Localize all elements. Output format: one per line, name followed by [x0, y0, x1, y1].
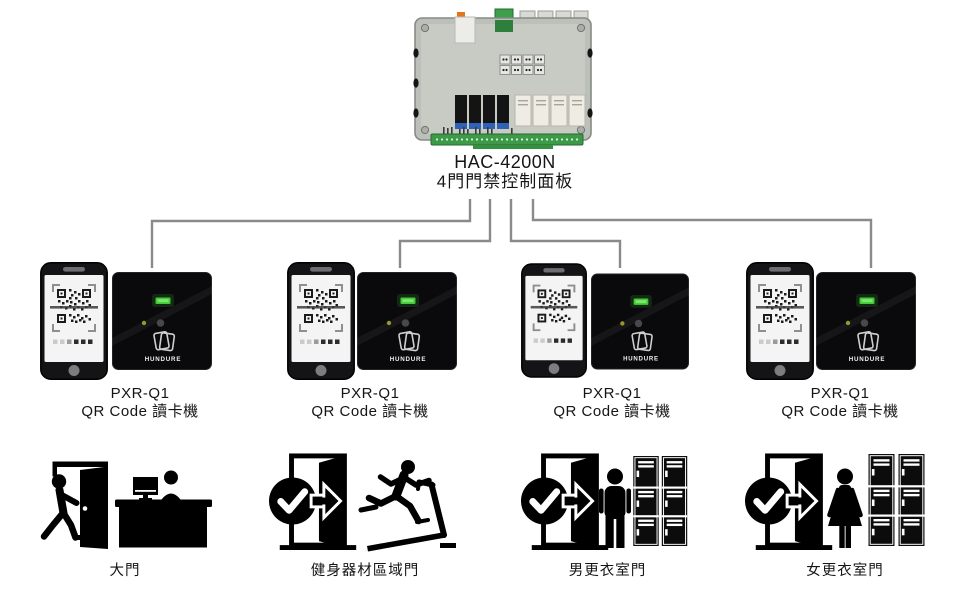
- controller-board-image: [413, 8, 593, 149]
- reader-model-label: PXR-Q1: [110, 385, 170, 402]
- door-panel: [80, 466, 108, 549]
- reader-model-label: PXR-Q1: [340, 385, 400, 402]
- mens-locker-room-icon: [510, 446, 688, 558]
- controller-model-label: HAC-4200N: [454, 152, 556, 172]
- walking-person-icon: [40, 474, 84, 541]
- lockers-icon: [633, 456, 688, 546]
- woman-icon: [827, 468, 863, 548]
- qr-phone-icon: [40, 262, 108, 380]
- access-granted-door-icon: [269, 455, 356, 550]
- wire-door-2: [398, 199, 492, 268]
- door-label: 大門: [109, 563, 141, 579]
- reader-model-label: PXR-Q1: [582, 385, 642, 402]
- door-label: 健身器材區域門: [310, 563, 420, 579]
- reader-type-label: QR Code 讀卡機: [553, 403, 671, 420]
- reader-device: [112, 272, 212, 370]
- controller-name-label: 4門門禁控制面板: [436, 172, 574, 191]
- reader-type-label: QR Code 讀卡機: [311, 403, 429, 420]
- qr-phone-icon: [746, 262, 814, 380]
- access-granted-door-icon: [745, 455, 832, 550]
- reader-type-label: QR Code 讀卡機: [781, 403, 899, 420]
- man-icon: [599, 468, 631, 548]
- reader-device: [816, 272, 916, 370]
- qr-phone-icon: [287, 262, 355, 380]
- wire-door-1: [150, 199, 472, 268]
- qr-phone-icon: [521, 263, 587, 378]
- reader-type-label: QR Code 讀卡機: [81, 403, 199, 420]
- reception-desk-icon: [115, 470, 212, 548]
- reader-model-label: PXR-Q1: [810, 385, 870, 402]
- reader-device: [357, 272, 457, 370]
- main-gate-icon: [40, 461, 212, 549]
- treadmill-runner-icon: [358, 460, 456, 552]
- womens-locker-room-icon: [740, 446, 925, 558]
- access-granted-door-icon: [521, 455, 608, 550]
- door-label: 男更衣室門: [568, 563, 647, 579]
- door-label: 女更衣室門: [806, 563, 884, 579]
- lockers-icon: [868, 454, 925, 546]
- reader-device: [591, 273, 689, 370]
- wire-door-4: [531, 199, 873, 268]
- gym-area-icon: [269, 446, 456, 558]
- wire-door-3: [509, 199, 622, 268]
